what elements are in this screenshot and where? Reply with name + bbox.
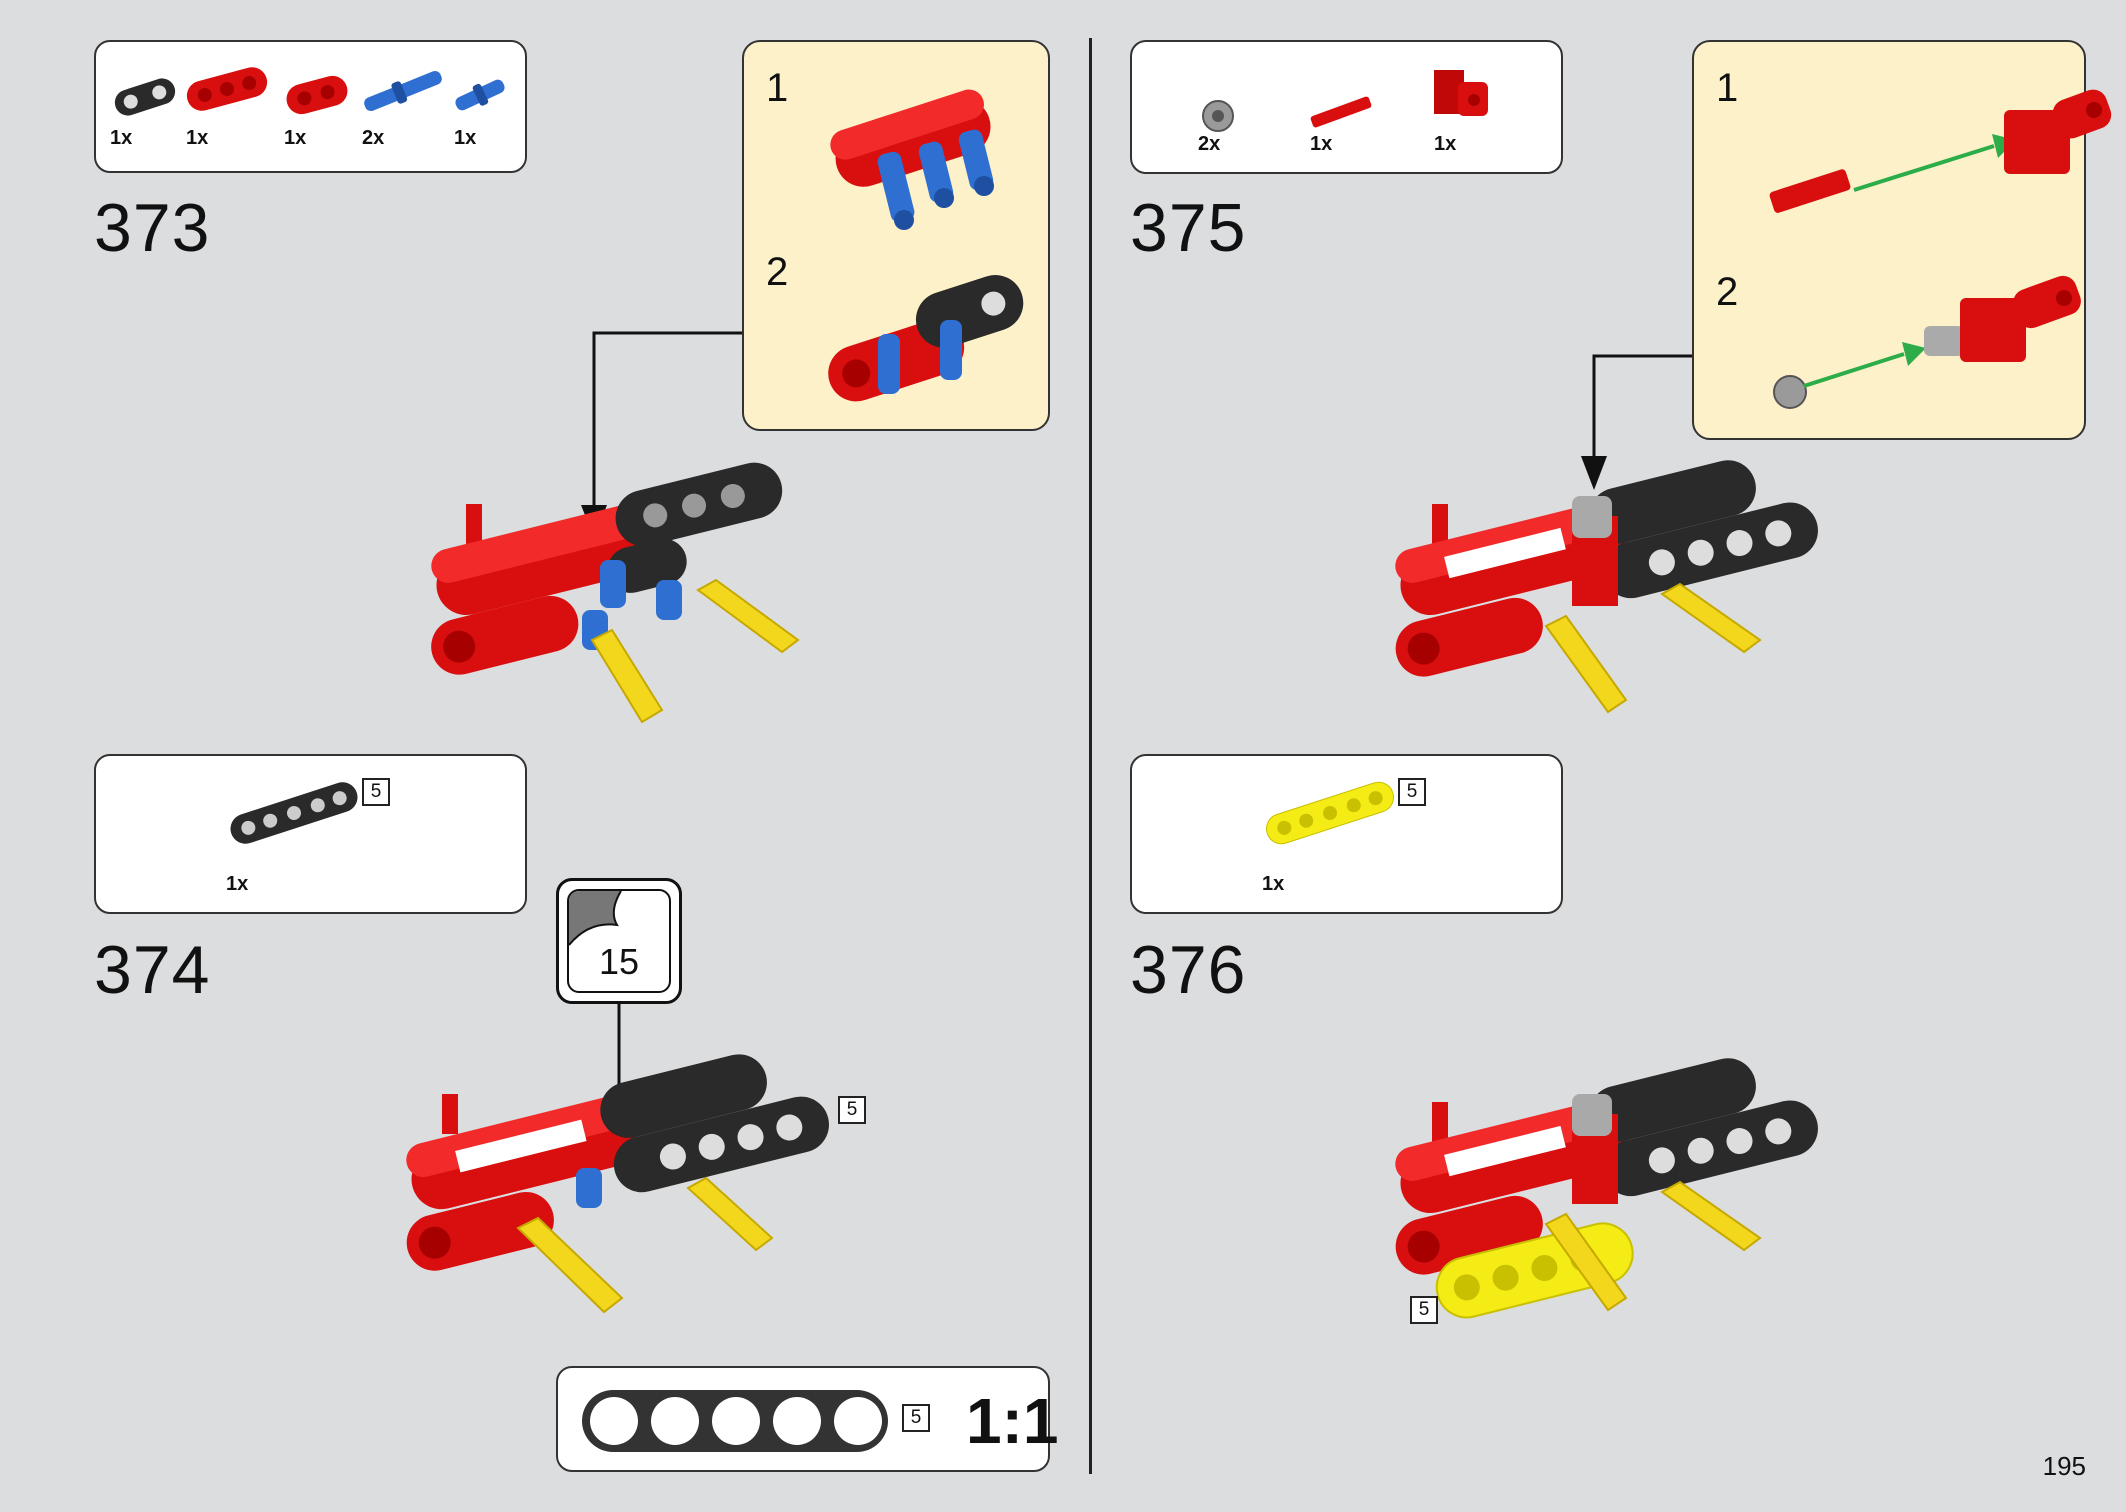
substep-number: 1 [766,66,789,110]
part-red-axle-icon [1310,96,1372,128]
parts-list-374: 5 1x [94,754,527,914]
part-black-beam5-icon [230,782,358,844]
part-qty: 1x [186,127,209,149]
part-red-beam2-icon [286,75,348,115]
step-number: 373 [94,190,211,266]
part-black-link-icon [114,78,176,116]
part-qty: 1x [1434,133,1457,155]
substep-1-assembly-icon [1769,89,2112,213]
parts-list-375: 2x 1x 1x [1130,40,1563,174]
substep-callout-373: 1 2 [742,40,1050,431]
step-number: 375 [1130,190,1247,266]
ruler-scale: 1:1 [966,1385,1059,1457]
ruler-box: 5 1:1 [556,1366,1059,1472]
model-373-icon [431,462,800,724]
length-indicator: 5 [1398,778,1426,806]
ruler-beam-icon [582,1390,888,1452]
page-number: 195 [2042,1451,2086,1481]
ruler-length: 5 [902,1404,930,1432]
part-qty: 1x [1310,133,1333,155]
step-number: 374 [94,932,211,1008]
parts-list-376: 5 1x [1130,754,1563,914]
step-number: 376 [1130,932,1247,1008]
part-grey-bush-icon [1202,100,1234,132]
parts-list-373: 1x 1x 1x 2x 1x [94,40,527,173]
model-375-icon [1395,460,1818,714]
part-yellow-beam5-icon [1265,781,1395,845]
length-indicator: 5 [362,778,390,806]
part-red-connector-icon [1434,70,1488,116]
part-red-beam3-icon [186,67,268,111]
model-374-icon [406,1054,829,1314]
length-indicator: 5 [838,1096,866,1124]
substep-callout-375: 1 2 [1692,40,2112,440]
substep-number: 2 [1716,270,1739,314]
part-blue-long-pin-icon [364,70,442,112]
model-376-icon [1395,1058,1818,1319]
page-divider [1089,38,1092,1474]
substep-number: 1 [1716,66,1739,110]
part-qty: 2x [1198,133,1221,155]
sticker-callout: 15 [556,878,682,1004]
substep-1-model-icon [830,89,994,230]
part-qty: 1x [1262,873,1285,895]
sticker-number: 15 [598,941,640,982]
part-qty: 1x [454,127,477,149]
part-blue-pin-icon [455,79,505,111]
sticker-icon [569,891,622,946]
substep-2-assembly-icon [1773,275,2081,409]
part-qty: 2x [362,127,385,149]
part-qty: 1x [284,127,307,149]
part-qty: 1x [110,127,133,149]
substep-number: 2 [766,250,789,294]
length-indicator: 5 [1410,1296,1438,1324]
part-qty: 1x [226,873,249,895]
substep-2-model-icon [828,274,1024,402]
